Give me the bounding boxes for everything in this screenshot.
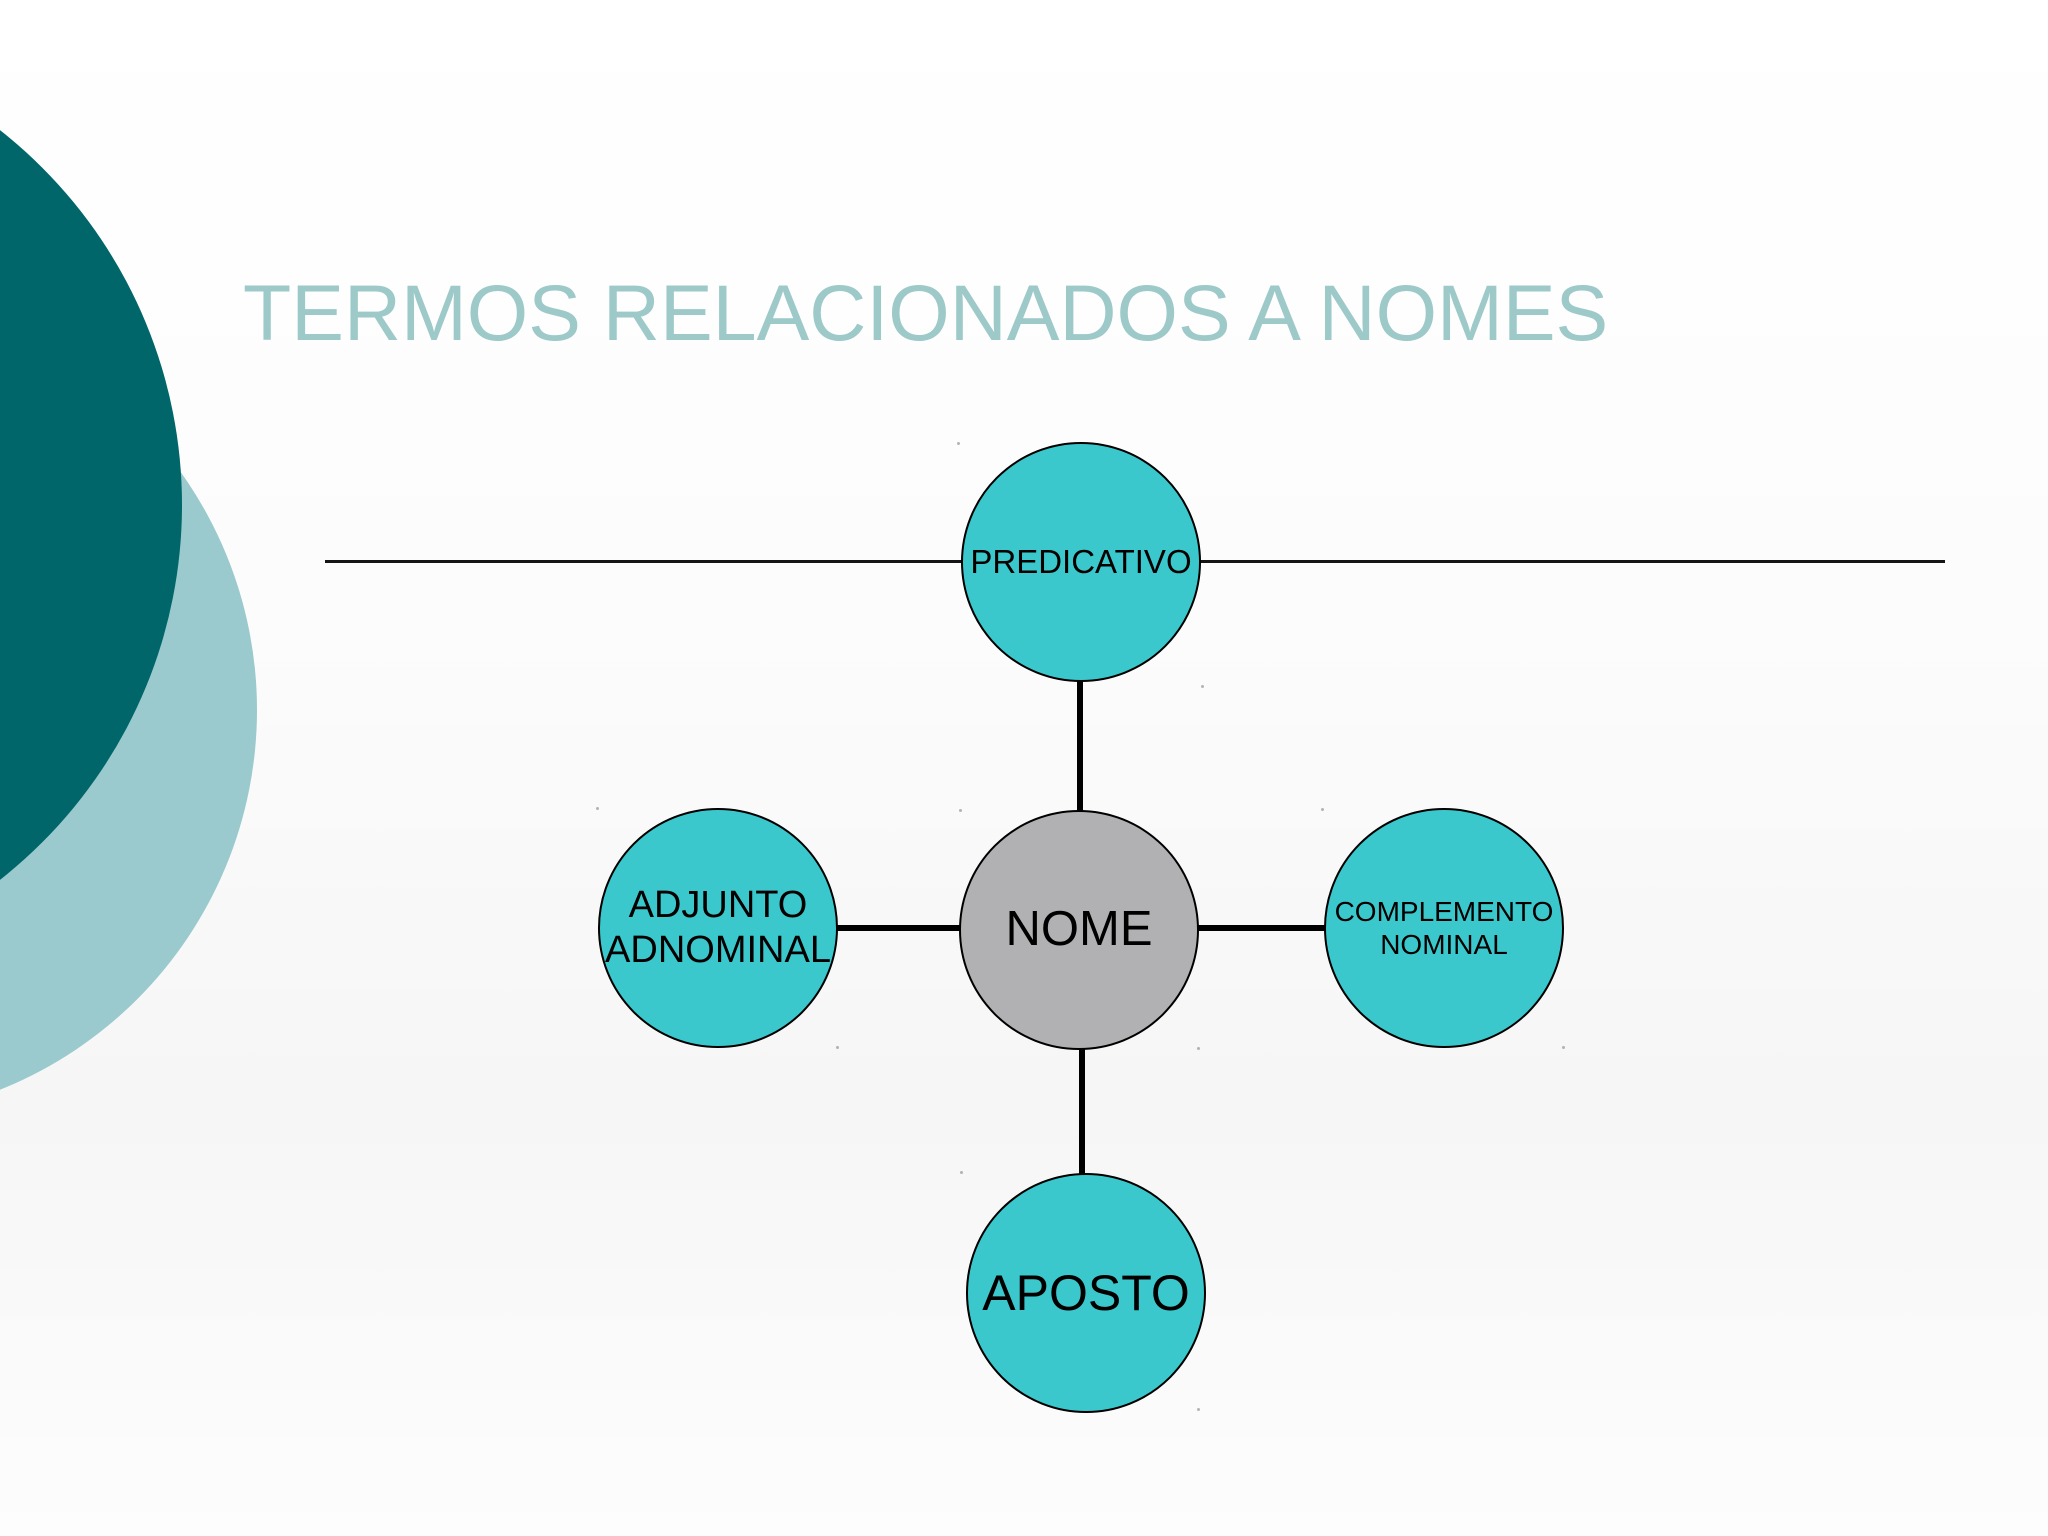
connector-right (1196, 925, 1328, 931)
artifact-dot (596, 807, 599, 810)
artifact-dot (836, 1046, 839, 1049)
node-predicativo: PREDICATIVO (961, 442, 1201, 682)
node-complemento-nominal: COMPLEMENTO NOMINAL (1324, 808, 1564, 1048)
node-nome-center: NOME (959, 810, 1199, 1050)
artifact-dot (960, 1171, 963, 1174)
artifact-dot (1197, 1408, 1200, 1411)
slide-title: TERMOS RELACIONADOS A NOMES (243, 268, 1609, 357)
node-predicativo-label: PREDICATIVO (970, 542, 1192, 580)
artifact-dot (1201, 685, 1204, 688)
artifact-dot (1321, 808, 1324, 811)
node-aposto: APOSTO (966, 1173, 1206, 1413)
artifact-dot (959, 809, 962, 812)
connector-bottom (1079, 1043, 1085, 1179)
connector-top (1077, 670, 1083, 818)
artifact-dot (1562, 1046, 1565, 1049)
connector-left (833, 925, 963, 931)
node-nome-label: NOME (1005, 902, 1153, 957)
artifact-dot (957, 442, 960, 445)
node-complemento-nominal-label: COMPLEMENTO NOMINAL (1334, 895, 1554, 960)
node-aposto-label: APOSTO (982, 1264, 1190, 1321)
node-adjunto-adnominal-label: ADJUNTO ADNOMINAL (605, 884, 831, 971)
artifact-dot (1197, 1047, 1200, 1050)
node-adjunto-adnominal: ADJUNTO ADNOMINAL (598, 808, 838, 1048)
